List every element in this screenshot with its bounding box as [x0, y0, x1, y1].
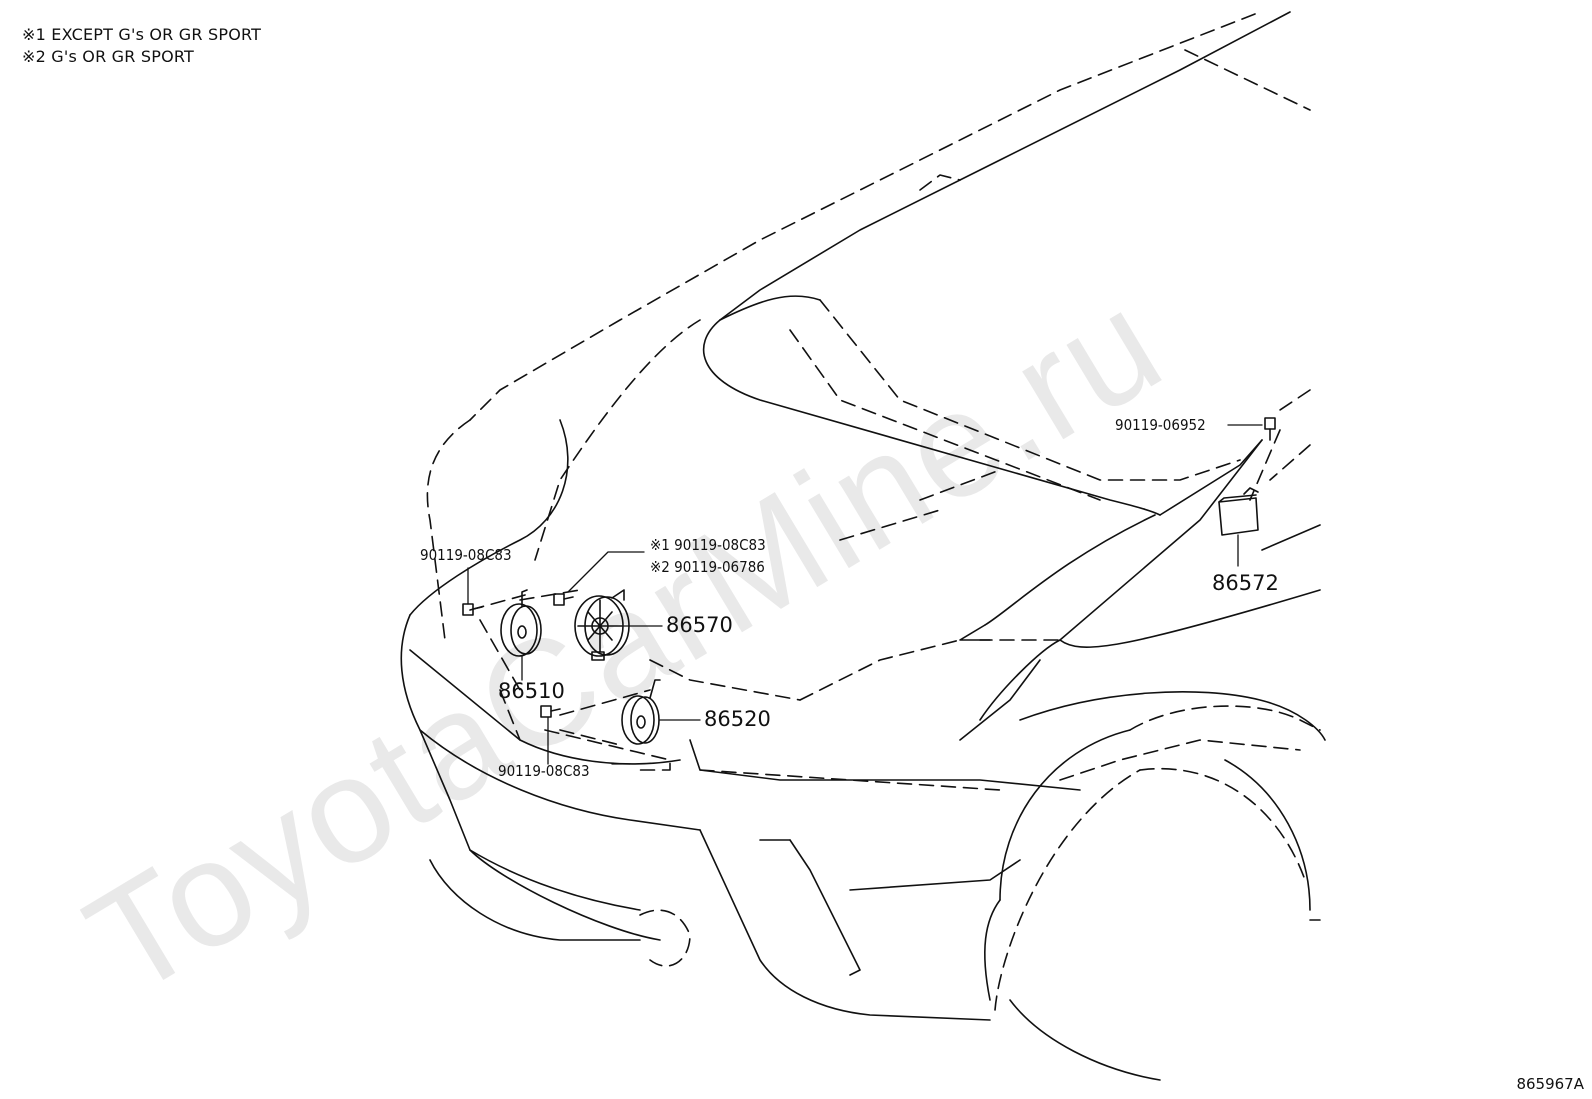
label-bolt-left-upper: 90119-08C83 — [420, 546, 512, 564]
bolt-icons — [462, 417, 1276, 718]
label-bolt-right: 90119-06952 — [1115, 416, 1206, 434]
label-module-86572: 86572 — [1212, 571, 1279, 595]
label-bolt-left-lower: 90119-08C83 — [498, 762, 590, 780]
bolt-icon — [540, 705, 561, 718]
bolt-icon — [1264, 417, 1276, 441]
leader-lines — [467, 424, 1263, 765]
label-horn-86570: 86570 — [666, 613, 733, 637]
bolt-icon — [553, 593, 574, 606]
footnotes: ※1 EXCEPT G's OR GR SPORT ※2 G's OR GR S… — [22, 24, 261, 68]
horn-86570 — [574, 589, 630, 661]
diagram-reference: 865967A — [1516, 1075, 1584, 1093]
footnote-2: ※2 G's OR GR SPORT — [22, 47, 195, 66]
bolt-icon — [462, 603, 483, 616]
label-bolt-center-2: ※2 90119-06786 — [650, 558, 765, 576]
hidden-lines — [426, 13, 1321, 1011]
label-bolt-center-1: ※1 90119-08C83 — [650, 536, 766, 554]
label-horn-86520: 86520 — [704, 707, 771, 731]
label-horn-86510: 86510 — [498, 679, 565, 703]
car-body-outline — [400, 11, 1326, 1081]
module-86572 — [1218, 487, 1259, 536]
footnote-1: ※1 EXCEPT G's OR GR SPORT — [22, 25, 262, 44]
horn-86510 — [500, 589, 542, 657]
horn-86520 — [621, 679, 661, 745]
